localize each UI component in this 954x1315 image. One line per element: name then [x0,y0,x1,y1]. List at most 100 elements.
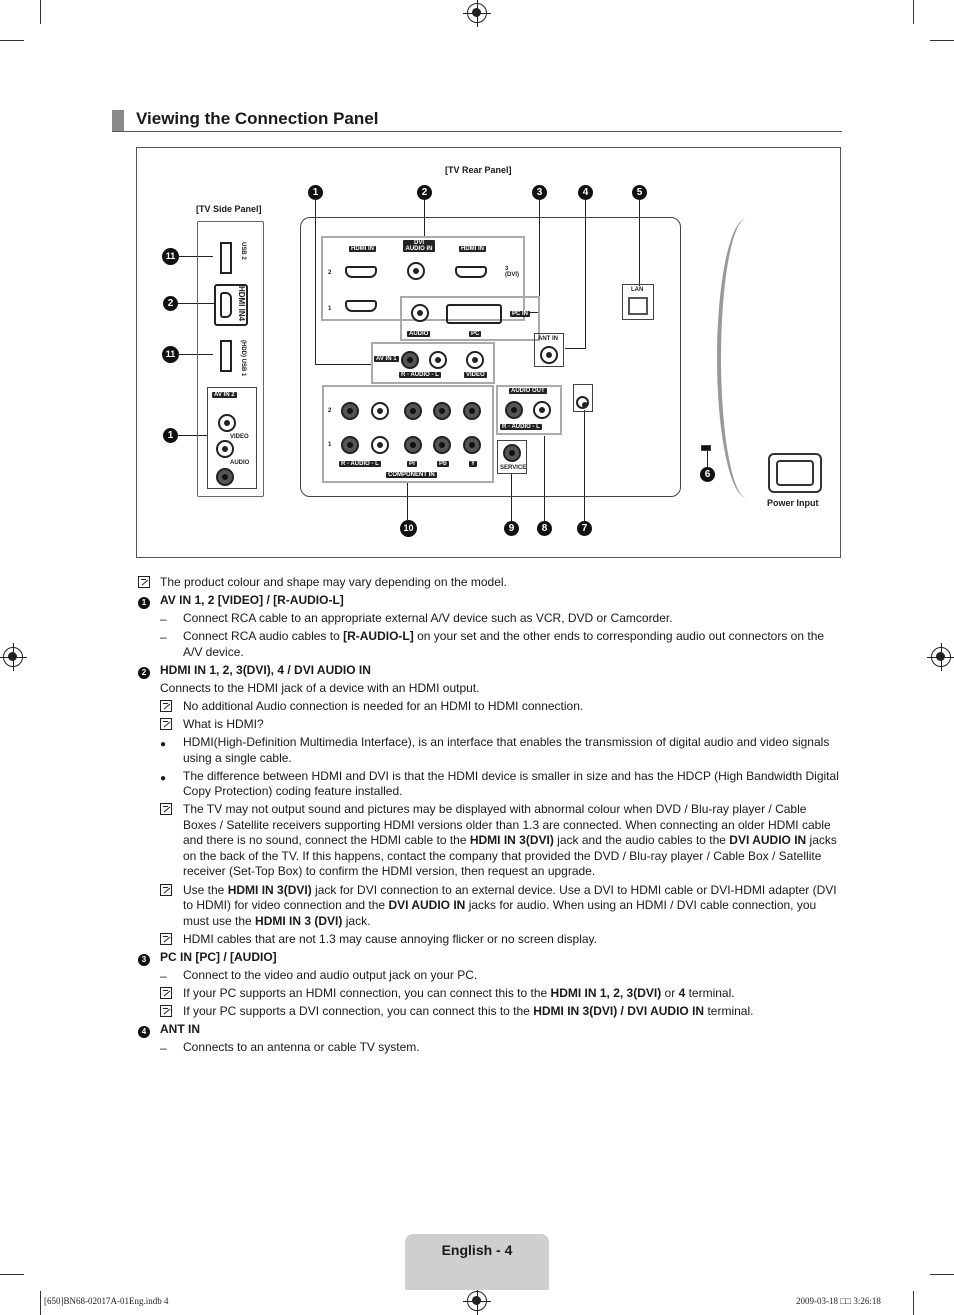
audio-out-label: AUDIO OUT [509,388,547,394]
print-timestamp: 2009-03-18 □□ 3:26:18 [796,1296,881,1306]
av1-audio-r-jack-icon [401,351,419,369]
headphone-jack-icon [576,396,589,409]
ant-in-label: ANT IN [538,336,558,342]
leader-line [315,200,316,365]
section-number: 3 [138,953,150,966]
section-2-note: What is HDMI? [136,717,842,733]
audio-out-r-icon [505,401,523,419]
leader-line [424,200,425,236]
callout-9: 9 [504,521,519,536]
leader-line [527,312,540,313]
lan-label: LAN [631,287,644,293]
note-icon [160,986,172,999]
power-input-socket [768,453,822,493]
section-number: 4 [138,1026,150,1039]
comp2-pb-icon [433,402,451,420]
side-panel-label: [TV Side Panel] [196,204,262,214]
leader-line [584,410,585,521]
page-number-tab: English - 4 [405,1234,549,1290]
service-label: SERVICE [500,465,527,471]
component-in-label: COMPONENT IN [386,472,437,478]
note-icon [160,803,172,816]
registration-mark-icon [0,643,27,671]
registration-mark-icon [927,643,954,671]
leader-line [539,200,540,312]
service-port [497,440,527,474]
callout-7: 7 [577,521,592,536]
section-number: 2 [138,666,150,679]
usb-2-label: USB 2 [240,242,246,260]
section-1-heading: 1 AV IN 1, 2 [VIDEO] / [R-AUDIO-L] [136,593,842,610]
registration-mark-icon [463,0,491,27]
leader-line [177,435,207,436]
section-3-item: – Connect to the video and audio output … [160,967,478,983]
comp2-audio-l-icon [371,402,389,420]
hdmi-in-a-label: HDMI IN [349,246,376,252]
callout-4: 4 [578,185,593,200]
leader-line [315,364,373,365]
section-2-note: The TV may not output sound and pictures… [136,802,842,880]
connection-panel-diagram: [TV Rear Panel] [TV Side Panel] 1 2 3 4 … [136,147,841,558]
comp2-y-icon [463,402,481,420]
leader-line [639,200,640,286]
section-2-heading: 2 HDMI IN 1, 2, 3(DVI), 4 / DVI AUDIO IN [136,663,842,679]
crop-mark [0,1274,24,1275]
leader-line [585,200,586,348]
av-in-2-label: AV IN 2 [212,392,237,398]
comp-slot-2-label: 2 [328,408,332,414]
section-heading: Viewing the Connection Panel [112,108,842,132]
lan-jack-icon [628,297,648,315]
callout-1: 1 [308,185,323,200]
kensington-lock-icon [701,445,711,451]
pc-audio-label: AUDIO [407,331,431,337]
leader-line [511,473,512,521]
hdmi-dvi3-label: 3 (DVI) [505,266,519,278]
callout-8: 8 [537,521,552,536]
audio-r-jack-icon [216,468,234,486]
av-in-1-group [371,342,495,384]
leader-line [177,303,215,304]
callout-10: 10 [400,520,417,537]
hdmi-port-2-icon [345,266,377,278]
av1-video-jack-icon [466,351,484,369]
tv-rear-panel: 2 1 HDMI IN DVI AUDIO IN HDMI IN 3 (DVI)… [300,217,711,497]
crop-mark [40,0,41,24]
power-socket-icon [776,460,814,486]
section-2-bullet: ● HDMI(High-Definition Multimedia Interf… [160,735,830,765]
crop-mark [0,40,24,41]
audio-out-group [496,385,562,435]
crop-mark [930,1274,954,1275]
leader-line [407,482,408,520]
section-3-note: If your PC supports an HDMI connection, … [136,986,842,1002]
note-intro: The product colour and shape may vary de… [136,575,842,591]
av-in-2-group: AV IN 2 VIDEO AUDIO [207,387,257,489]
section-2-intro: Connects to the HDMI jack of a device wi… [160,680,480,695]
crop-mark [913,0,914,24]
callout-1-side: 1 [163,428,178,443]
service-jack-icon [503,444,521,462]
ant-in-group [534,333,564,367]
dvi-audio-jack-icon [407,262,425,280]
comp-audio-label: R - AUDIO - L [339,461,381,467]
slot-2-label: 2 [328,270,332,276]
pc-in-group [400,296,540,341]
lan-port [622,284,654,320]
dvi-audio-in-label: DVI AUDIO IN [403,240,435,252]
pc-vga-port-icon [446,304,502,324]
video-jack-icon [218,414,236,432]
note-icon [160,700,172,713]
callout-2: 2 [417,185,432,200]
comp-y-label: Y [469,461,478,467]
tv-edge-curve [717,218,777,498]
audio-l-jack-icon [216,440,234,458]
usb-2-port-icon [220,242,232,274]
leader-line [177,354,213,355]
bullet-icon: ● [160,739,167,751]
leader-line [544,436,545,521]
av-in-1-label: AV IN 1 [374,356,399,362]
video-label: VIDEO [230,434,249,440]
comp-slot-1-label: 1 [328,442,332,448]
usb-1-label: (HDD) USB 1 [240,340,246,377]
callout-2-side: 2 [163,296,178,311]
hdmi-in4-port [214,284,248,326]
